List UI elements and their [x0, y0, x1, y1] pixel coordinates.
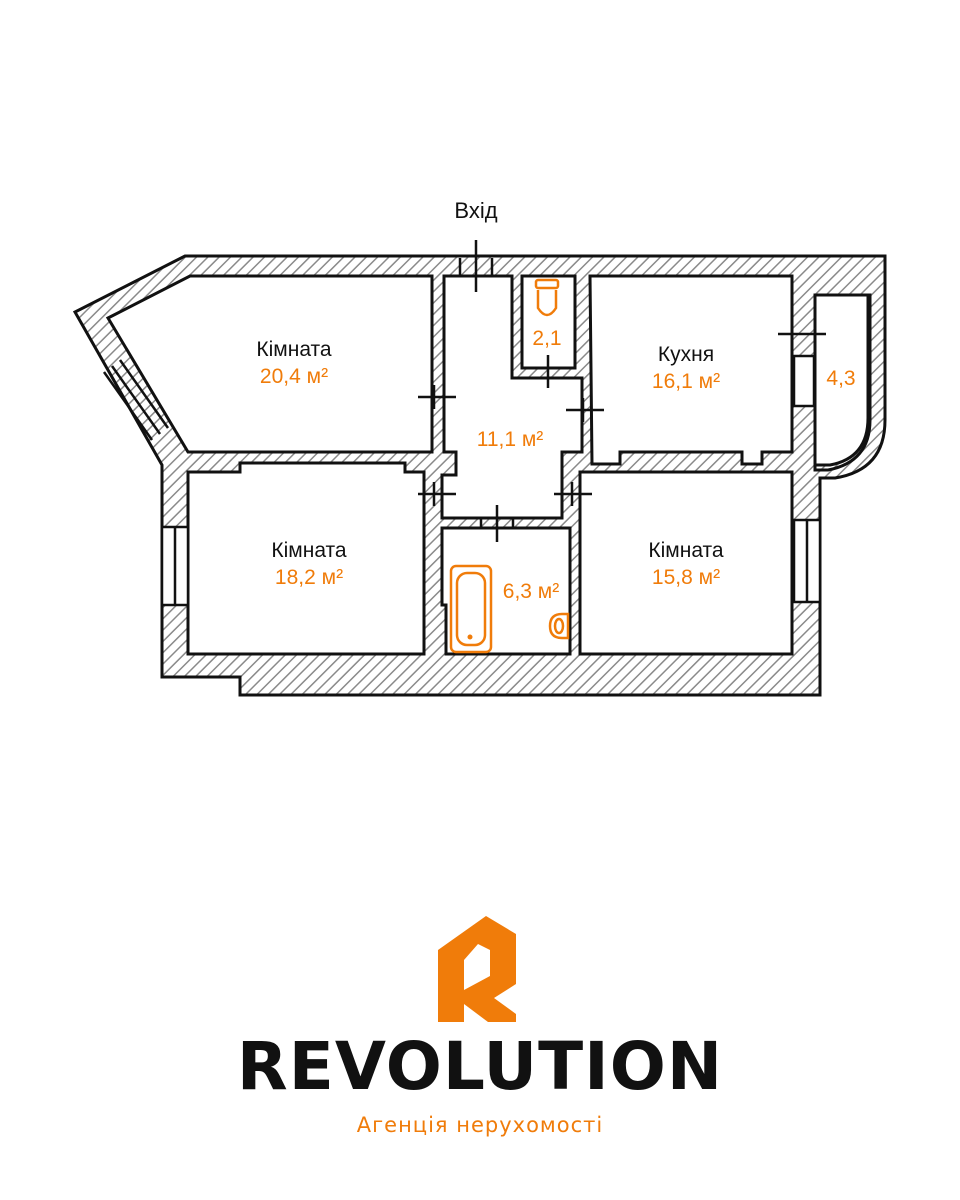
corridor-shape	[440, 274, 584, 520]
room-2-name: Кімната	[271, 539, 347, 562]
door-marks	[418, 240, 826, 542]
toilet-area: 2,1	[532, 327, 561, 350]
toilet-shape	[520, 274, 577, 370]
sink-icon	[548, 612, 570, 640]
room-3-shape	[578, 470, 794, 656]
room-1-area: 20,4 м²	[260, 365, 328, 388]
brand-block: REVOLUTION Агенція нерухомості	[0, 910, 960, 1137]
kitchen-name: Кухня	[658, 343, 714, 366]
house-r-logo-icon	[438, 916, 516, 1022]
kitchen-shape	[588, 274, 794, 466]
entrance-label: Вхід	[454, 198, 497, 223]
balcony-area: 4,3	[826, 367, 855, 390]
bathroom-area: 6,3 м²	[503, 580, 559, 603]
corridor-area: 11,1 м²	[477, 428, 544, 451]
window-left-upper	[102, 359, 170, 441]
bathtub-icon	[449, 564, 493, 654]
window-right-lower	[792, 518, 822, 604]
brand-name: REVOLUTION	[236, 1028, 724, 1105]
window-right-upper	[792, 354, 816, 408]
room-2-area: 18,2 м²	[275, 566, 343, 589]
balcony-shape	[813, 293, 870, 467]
room-3-name: Кімната	[648, 539, 724, 562]
toilet-fixture-icon	[534, 278, 560, 317]
room-2-shape	[186, 461, 426, 656]
brand-tagline: Агенція нерухомості	[356, 1113, 604, 1137]
floor-plan: Вхід Кімната 20,4 м² Кімната 18,2 м² 11,…	[72, 198, 887, 697]
room-1-shape	[105, 274, 434, 454]
window-left-lower	[160, 525, 190, 607]
room-3-area: 15,8 м²	[652, 566, 720, 589]
room-1-name: Кімната	[256, 338, 332, 361]
bathroom-shape	[440, 526, 572, 656]
kitchen-area: 16,1 м²	[652, 370, 720, 393]
